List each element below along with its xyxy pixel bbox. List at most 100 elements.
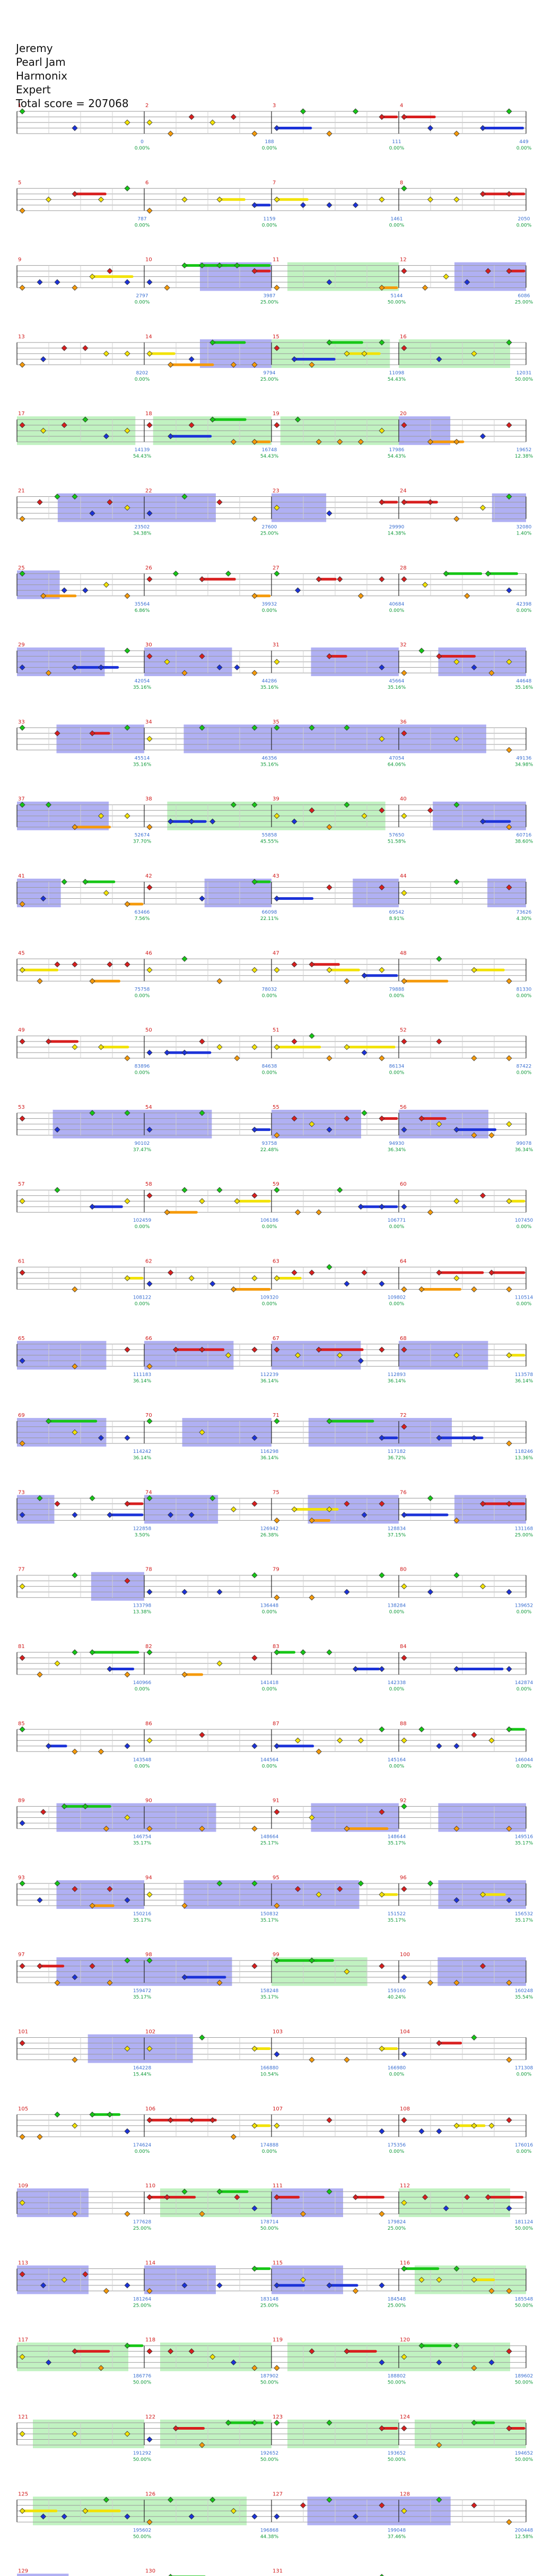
note-gem	[107, 268, 113, 274]
measure-percent: 54.43%	[388, 454, 406, 459]
note-gem	[344, 802, 350, 808]
measure-score: 151522	[388, 1912, 406, 1917]
measure-number: 31	[273, 642, 279, 648]
note-gem	[19, 2134, 25, 2140]
note-gem	[225, 2420, 232, 2426]
note-gem	[61, 879, 67, 885]
note-gem	[485, 268, 491, 274]
note-gem	[89, 274, 95, 280]
note-gem	[107, 1666, 113, 1672]
note-gem	[380, 2574, 384, 2576]
note-gem	[72, 1429, 78, 1435]
note-gem	[19, 1963, 25, 1969]
measure-score: 156532	[515, 1912, 533, 1917]
measure-number: 17	[18, 411, 25, 417]
staff-row: 611081220.00%621093200.00%631098020.00%6…	[16, 1259, 533, 1307]
note-gem	[506, 1726, 512, 1732]
measure-score: 73626	[516, 910, 532, 915]
staff-row: 41634667.56%426609822.11%43695428.91%447…	[16, 873, 532, 922]
measure-score: 787	[137, 216, 146, 222]
note-gem	[251, 670, 258, 676]
note-gem	[181, 493, 188, 500]
measure-percent: 0.00%	[389, 993, 405, 998]
measure-score: 199048	[388, 2528, 406, 2533]
note-gem	[453, 1743, 460, 1749]
note-gem	[436, 356, 442, 362]
measure-score: 189602	[515, 2374, 533, 2379]
note-gem	[357, 1204, 364, 1210]
measure-number: 94	[145, 1875, 152, 1881]
note-gem	[443, 274, 449, 280]
measure-score: 1461	[391, 216, 403, 222]
note-gem	[326, 279, 332, 285]
note-gem	[199, 2034, 205, 2041]
measure-percent: 35.17%	[388, 1841, 406, 1846]
note-gem	[488, 670, 495, 676]
note-gem	[506, 2519, 512, 2525]
measure-number: 103	[273, 2029, 283, 2035]
measure-number: 67	[273, 1336, 279, 1342]
note-gem	[107, 1979, 113, 1986]
measure-number: 46	[145, 950, 152, 956]
note-gem	[436, 2128, 442, 2134]
note-gem	[401, 2117, 407, 2123]
measure-number: 81	[18, 1644, 25, 1650]
measure-score: 143548	[133, 1757, 152, 1763]
measure-percent: 50.00%	[388, 2457, 406, 2463]
note-gem	[471, 664, 477, 671]
note-gem	[146, 967, 153, 973]
measure-score: 44648	[516, 679, 532, 684]
measure-score: 49136	[516, 756, 532, 761]
note-gem	[295, 1886, 301, 1892]
measure-percent: 0.00%	[135, 146, 150, 151]
measure-score: 27600	[262, 525, 277, 530]
note-gem	[107, 961, 113, 968]
measure-number: 48	[400, 950, 407, 956]
note-gem	[506, 1352, 512, 1359]
note-gem	[72, 961, 78, 968]
note-gem	[361, 1269, 367, 1276]
note-gem	[379, 1501, 385, 1507]
note-gem	[506, 587, 512, 593]
note-gem	[300, 1649, 306, 1655]
measure-score: 63466	[135, 910, 150, 915]
note-gem	[379, 427, 385, 434]
note-gem	[124, 2211, 130, 2217]
note-gem	[40, 1809, 47, 1815]
note-gem	[98, 1435, 104, 1441]
note-gem	[326, 339, 332, 346]
note-gem	[181, 196, 188, 203]
measure-number: 32	[400, 642, 407, 648]
measure-percent: 0.00%	[389, 608, 405, 614]
measure-score: 181264	[133, 2297, 152, 2302]
note-gem	[234, 1055, 240, 1062]
note-gem	[379, 1204, 385, 1210]
note-gem	[19, 108, 25, 115]
measure-number: 53	[18, 1105, 25, 1110]
measure-percent: 35.16%	[515, 685, 533, 690]
note-gem	[234, 664, 240, 671]
note-gem	[19, 1440, 25, 1447]
measure-percent: 0.00%	[389, 1302, 405, 1307]
note-gem	[40, 593, 47, 599]
measure-number: 129	[18, 2569, 28, 2574]
staff-row: 1051746240.00%1061748880.00%1071753560.0…	[16, 2106, 533, 2154]
note-gem	[326, 1649, 332, 1655]
measure-score: 40684	[389, 602, 405, 607]
measure-score: 111183	[133, 1372, 151, 1378]
measure-score: 45664	[389, 679, 405, 684]
measure-percent: 35.17%	[515, 1841, 533, 1846]
note-gem	[506, 1979, 512, 1986]
measure-percent: 12.38%	[515, 454, 533, 459]
measure-percent: 13.38%	[133, 1610, 152, 1615]
note-gem	[401, 576, 407, 582]
measure-number: 77	[18, 1567, 25, 1573]
measure-percent: 15.44%	[133, 2072, 152, 2078]
measure-number: 121	[18, 2414, 28, 2420]
measure-number: 111	[273, 2183, 283, 2189]
note-gem	[401, 1512, 407, 1518]
measure-score: 2050	[518, 216, 530, 222]
note-gem	[427, 1589, 434, 1595]
note-gem	[124, 901, 130, 907]
note-gem	[251, 1654, 258, 1661]
